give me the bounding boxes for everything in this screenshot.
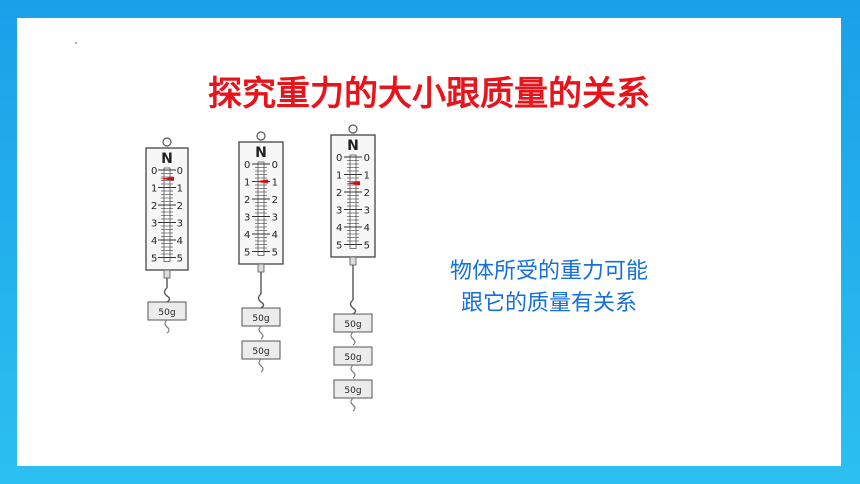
top-ring	[348, 124, 358, 134]
tick-label-right: 0	[177, 166, 183, 177]
tick-label-left: 0	[244, 160, 250, 171]
tick-label-right: 0	[364, 153, 370, 164]
tick-label-left: 5	[244, 248, 250, 259]
weight-hook-icon	[258, 358, 264, 373]
hook-base	[349, 256, 357, 266]
weight-label: 50g	[252, 314, 269, 324]
tick-label-left: 3	[244, 213, 250, 224]
tick-label-left: 0	[151, 166, 157, 177]
scale-unit-label: N	[347, 138, 359, 154]
tick-label-left: 5	[336, 241, 342, 252]
tick-label-left: 2	[244, 195, 250, 206]
scale-track	[163, 167, 171, 262]
tick-label-left: 1	[151, 184, 157, 195]
weight-label: 50g	[252, 347, 269, 357]
tick-label-left: 3	[336, 206, 342, 217]
tick-label-right: 4	[177, 236, 183, 247]
hook-base	[163, 269, 171, 279]
top-ring	[162, 137, 172, 147]
pointer-indicator	[254, 179, 268, 184]
tick-label-left: 1	[244, 178, 250, 189]
weight-label: 50g	[344, 386, 361, 396]
spring-scale-1: N0 0 1 1 2 2 3 3 4 4 5 5 50g	[145, 137, 189, 334]
tick-label-right: 2	[272, 195, 278, 206]
tick-label-left: 1	[336, 171, 342, 182]
tick-label-left: 4	[244, 230, 250, 241]
weight-hook-icon	[350, 364, 356, 379]
top-ring	[256, 131, 266, 141]
tick-label-right: 5	[177, 254, 183, 265]
tick-label-right: 2	[177, 201, 183, 212]
caption-line-1: 物体所受的重力可能	[449, 259, 648, 284]
weight-hook-icon	[258, 325, 264, 340]
weight-hook-icon	[350, 397, 356, 412]
decorative-dot	[75, 42, 77, 44]
spring-scale-3: N0 0 1 1 2 2 3 3 4 4 5 5 50g 50g 50g	[330, 124, 376, 412]
scale-track	[349, 154, 357, 249]
weight-hook-icon	[350, 331, 356, 346]
tick-label-right: 3	[364, 206, 370, 217]
tick-label-right: 5	[364, 241, 370, 252]
scale-unit-label: N	[255, 145, 267, 161]
tick-label-right: 5	[272, 248, 278, 259]
weight-label: 50g	[158, 308, 175, 318]
tick-label-left: 2	[151, 201, 157, 212]
tick-label-right: 4	[364, 223, 370, 234]
tick-label-right: 1	[364, 171, 370, 182]
tick-label-right: 3	[177, 219, 183, 230]
pointer-indicator	[346, 181, 360, 186]
tick-label-right: 1	[177, 184, 183, 195]
tick-label-left: 4	[151, 236, 157, 247]
tick-label-left: 2	[336, 188, 342, 199]
weight-hook-icon	[164, 319, 170, 334]
tick-label-right: 2	[364, 188, 370, 199]
tick-label-right: 4	[272, 230, 278, 241]
hook-base	[257, 263, 265, 273]
hook-icon	[163, 287, 171, 303]
hook-icon	[349, 299, 357, 315]
tick-label-left: 4	[336, 223, 342, 234]
tick-label-left: 3	[151, 219, 157, 230]
scale-track	[257, 161, 265, 256]
spring-scale-2: N0 0 1 1 2 2 3 3 4 4 5 5 50g 50g	[238, 131, 284, 373]
tick-label-left: 5	[151, 254, 157, 265]
caption: 物体所受的重力可能 跟它的质量有关系	[409, 256, 689, 320]
weight-label: 50g	[344, 353, 361, 363]
tick-label-right: 1	[272, 178, 278, 189]
slide-title: 探究重力的大小跟质量的关系	[208, 74, 650, 114]
caption-line-2: 跟它的质量有关系	[460, 291, 637, 316]
scale-unit-label: N	[161, 151, 173, 167]
tick-label-right: 0	[272, 160, 278, 171]
weight-label: 50g	[344, 320, 361, 330]
tick-label-left: 0	[336, 153, 342, 164]
tick-label-right: 3	[272, 213, 278, 224]
pointer-indicator	[160, 176, 174, 181]
hook-icon	[257, 293, 265, 309]
